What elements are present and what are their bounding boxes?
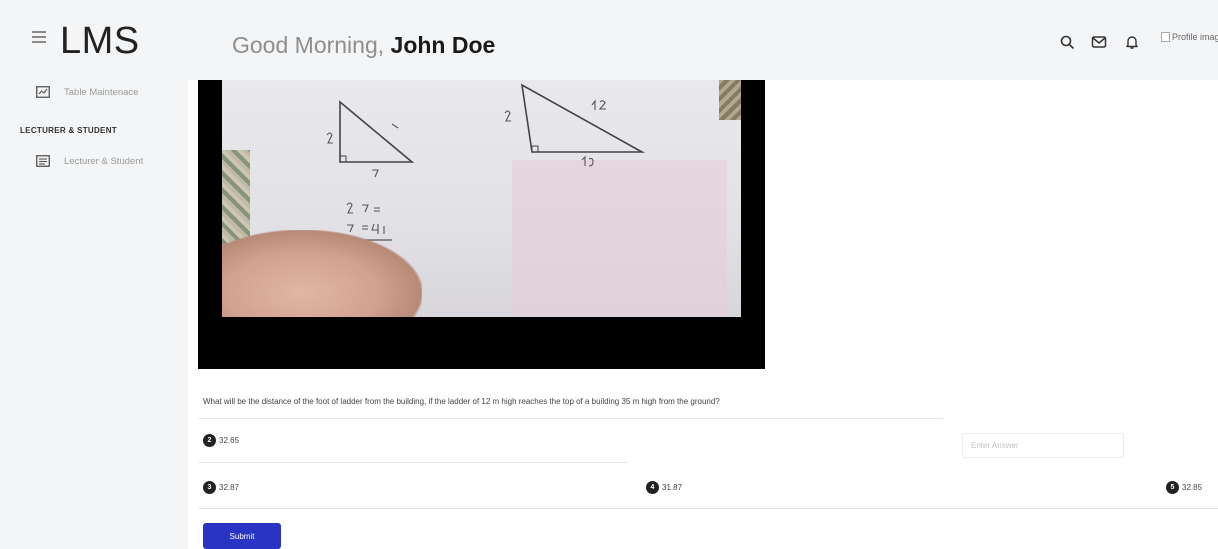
bell-icon[interactable] <box>1124 34 1140 50</box>
video-frame <box>222 80 741 317</box>
option-value: 32.85 <box>1182 483 1203 492</box>
answer-input[interactable] <box>962 433 1124 458</box>
top-bar: LMS Good Morning, John Doe Profile image <box>0 0 1218 80</box>
list-box-icon <box>36 155 50 167</box>
option-number-badge: 3 <box>203 481 216 494</box>
option-3[interactable]: 3 32.87 <box>203 481 239 494</box>
divider <box>198 508 1218 509</box>
chart-box-icon <box>36 86 50 98</box>
hamburger-menu-icon[interactable] <box>32 31 46 43</box>
user-name: John Doe <box>390 32 496 58</box>
divider <box>198 462 628 463</box>
option-2[interactable]: 2 32.65 <box>203 434 239 447</box>
broken-image-icon <box>1161 32 1170 42</box>
video-highlight-region <box>512 160 727 315</box>
option-5[interactable]: 5 32.85 <box>1166 481 1202 494</box>
divider <box>198 418 943 419</box>
mail-icon[interactable] <box>1091 34 1107 50</box>
search-icon[interactable] <box>1059 34 1075 50</box>
sidebar-item-label: Table Maintenace <box>64 86 139 98</box>
option-value: 31.87 <box>662 483 683 492</box>
video-hand <box>222 230 422 317</box>
option-number-badge: 4 <box>646 481 659 494</box>
sidebar-item-lecturer-student[interactable]: Lecturer & Student <box>36 155 143 167</box>
submit-button[interactable]: Submit <box>203 523 281 549</box>
option-number-badge: 2 <box>203 434 216 447</box>
header-actions: Profile image <box>1028 30 1218 52</box>
profile-image-alt: Profile image <box>1172 32 1218 42</box>
sidebar-section-heading: LECTURER & STUDENT <box>20 126 117 135</box>
option-value: 32.87 <box>219 483 240 492</box>
brand-logo[interactable]: LMS <box>60 20 140 62</box>
greeting: Good Morning, John Doe <box>232 32 495 59</box>
video-background-fabric <box>719 80 741 120</box>
question-text: What will be the distance of the foot of… <box>203 397 720 406</box>
profile-image[interactable]: Profile image <box>1161 32 1218 42</box>
sidebar-item-table-maintenance[interactable]: Table Maintenace <box>36 86 138 98</box>
sidebar-item-label: Lecturer & Student <box>64 155 144 167</box>
greeting-prefix: Good Morning, <box>232 32 391 58</box>
video-player[interactable] <box>198 80 765 369</box>
option-value: 32.65 <box>219 436 240 445</box>
option-number-badge: 5 <box>1166 481 1179 494</box>
option-4[interactable]: 4 31.87 <box>646 481 682 494</box>
sidebar <box>0 80 188 549</box>
